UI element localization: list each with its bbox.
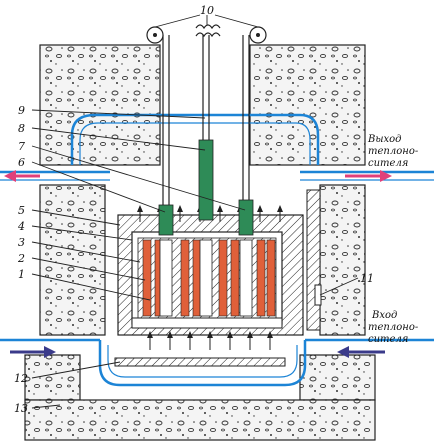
label-8: 8 xyxy=(18,122,25,135)
concrete-shield xyxy=(24,44,376,441)
fuel-rod xyxy=(266,239,276,317)
lower-grid xyxy=(131,317,283,329)
label-11: 11 xyxy=(360,272,374,285)
outlet-caption-1: Выход xyxy=(367,134,402,145)
label-3: 3 xyxy=(18,236,25,249)
coolant-channel xyxy=(199,239,213,317)
coolant-channels xyxy=(159,239,253,317)
inlet-caption-3: сителя xyxy=(368,334,408,345)
label-7: 7 xyxy=(18,140,25,153)
flow-arrow-head xyxy=(257,205,263,212)
fuel-rod xyxy=(218,239,228,317)
fuel-rod xyxy=(142,239,152,317)
label-1: 1 xyxy=(18,268,25,281)
label-2: 2 xyxy=(17,252,25,265)
fuel-rod xyxy=(230,239,240,317)
support-plate xyxy=(114,357,286,367)
fuel-rod xyxy=(256,239,266,317)
label-10: 10 xyxy=(200,4,214,17)
coolant-flow-arrows xyxy=(137,205,283,350)
coolant-channel xyxy=(239,239,253,317)
label-12: 12 xyxy=(14,372,28,385)
flow-arrow-head xyxy=(177,205,183,212)
reactor-vessel xyxy=(0,113,434,387)
outlet-caption-2: теплоно- xyxy=(368,146,419,157)
outlet-arrow-left xyxy=(4,170,40,182)
coolant-channel xyxy=(159,239,173,317)
label-6: 6 xyxy=(18,156,25,169)
flow-arrow-head xyxy=(137,205,143,212)
flow-arrow-head xyxy=(207,331,213,338)
drive-mechanisms xyxy=(146,14,267,44)
outlet-caption-3: сителя xyxy=(368,158,408,169)
leader-lines xyxy=(31,109,359,409)
fuel-elements xyxy=(142,239,276,317)
label-13: 13 xyxy=(14,402,28,415)
inlet-caption-2: теплоно- xyxy=(368,322,419,333)
label-9: 9 xyxy=(18,104,25,117)
flow-arrow-head xyxy=(147,331,153,338)
inlet-arrow-left xyxy=(10,346,56,358)
flow-arrow-head xyxy=(267,331,273,338)
flow-arrow-head xyxy=(277,205,283,212)
flow-arrow-head xyxy=(247,331,253,338)
label-4: 4 xyxy=(17,220,25,233)
flow-arrow-head xyxy=(227,331,233,338)
control-rods xyxy=(158,35,254,236)
flow-arrow-head xyxy=(217,205,223,212)
flow-arrow-head xyxy=(187,331,193,338)
fuel-rod xyxy=(180,239,190,317)
label-5: 5 xyxy=(18,204,25,217)
inlet-arrow-right xyxy=(337,346,385,358)
flow-arrow-head xyxy=(167,331,173,338)
outlet-arrow-right xyxy=(345,170,392,182)
inlet-caption-1: Вход xyxy=(371,310,397,321)
